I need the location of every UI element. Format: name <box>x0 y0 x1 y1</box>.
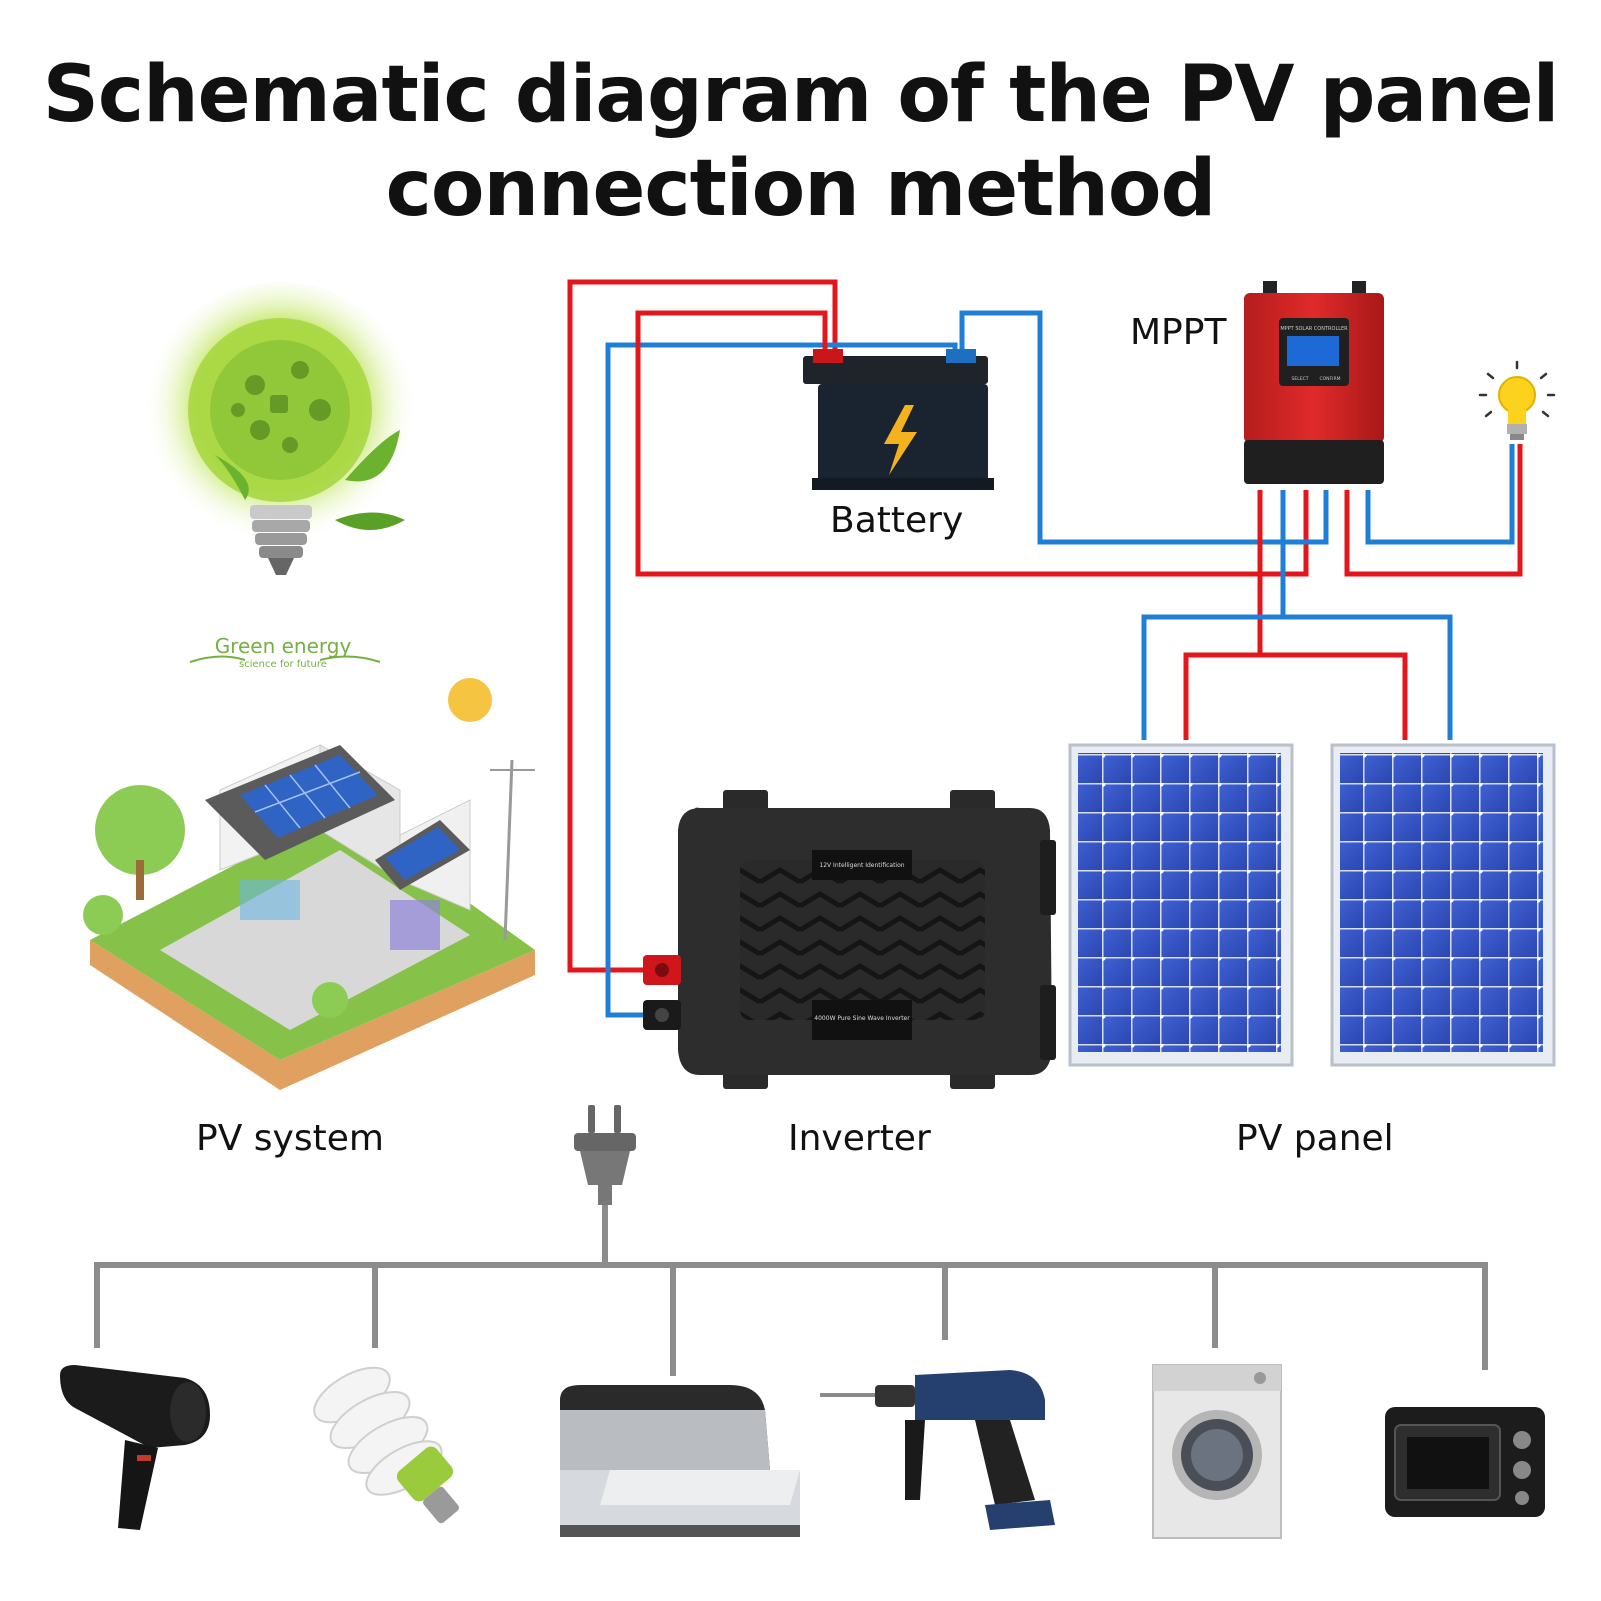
mppt-lcd <box>1287 336 1339 366</box>
wire-battery-positive-to-mppt <box>635 310 1309 577</box>
cfl-bulb-icon <box>313 1366 459 1524</box>
wire-mppt-load-positive <box>1344 444 1523 577</box>
ac-distribution-bus <box>94 1262 1488 1376</box>
wire-battery-negative-to-inverter <box>605 342 958 1018</box>
mppt-select-label: SELECT <box>1292 376 1309 382</box>
title-line-2: connection method <box>385 144 1217 234</box>
wire-battery-negative-to-mppt <box>959 310 1329 545</box>
pv-panel-right-icon <box>1330 743 1556 1067</box>
green-energy-text: Green energy <box>215 634 352 658</box>
wire-panels-negative-bus <box>1141 614 1453 740</box>
battery-icon <box>803 349 994 490</box>
mppt-controller-icon: MPPT SOLAR CONTROLLER SELECT CONFIRM <box>1244 281 1384 484</box>
mppt-screen-header: MPPT SOLAR CONTROLLER <box>1280 326 1348 332</box>
power-drill-icon <box>820 1370 1055 1530</box>
pv-system-house-icon <box>83 678 535 1090</box>
green-energy-bulb-icon: Green energy science for future <box>142 282 418 670</box>
plug-icon <box>574 1105 636 1265</box>
wiring <box>567 279 1523 1018</box>
inverter-bottom-label: 4000W Pure Sine Wave Inverter <box>814 1015 910 1022</box>
washing-machine-icon <box>1152 1364 1282 1539</box>
printer-icon <box>560 1385 800 1537</box>
inverter-icon: 12V Intelligent Identification 4000W Pur… <box>643 790 1056 1089</box>
label-pv-panel: PV panel <box>1236 1118 1394 1159</box>
wire-battery-positive-to-inverter <box>567 279 838 973</box>
label-inverter: Inverter <box>788 1118 931 1159</box>
wire-mppt-load-negative <box>1365 444 1515 545</box>
microwave-oven-icon <box>1385 1407 1545 1517</box>
light-bulb-icon <box>1478 360 1556 440</box>
label-pv-system: PV system <box>196 1118 384 1159</box>
green-energy-subtext: science for future <box>239 659 327 670</box>
pv-panel-left-icon <box>1068 743 1294 1067</box>
inverter-top-label: 12V Intelligent Identification <box>819 862 904 869</box>
wire-panels-positive-bus <box>1183 652 1408 740</box>
title-line-1: Schematic diagram of the PV panel <box>42 50 1560 140</box>
mppt-confirm-label: CONFIRM <box>1320 376 1341 382</box>
label-mppt: MPPT <box>1130 312 1227 353</box>
hair-dryer-icon <box>60 1365 210 1530</box>
page-title: Schematic diagram of the PV panel connec… <box>0 48 1601 236</box>
label-battery: Battery <box>830 500 964 541</box>
